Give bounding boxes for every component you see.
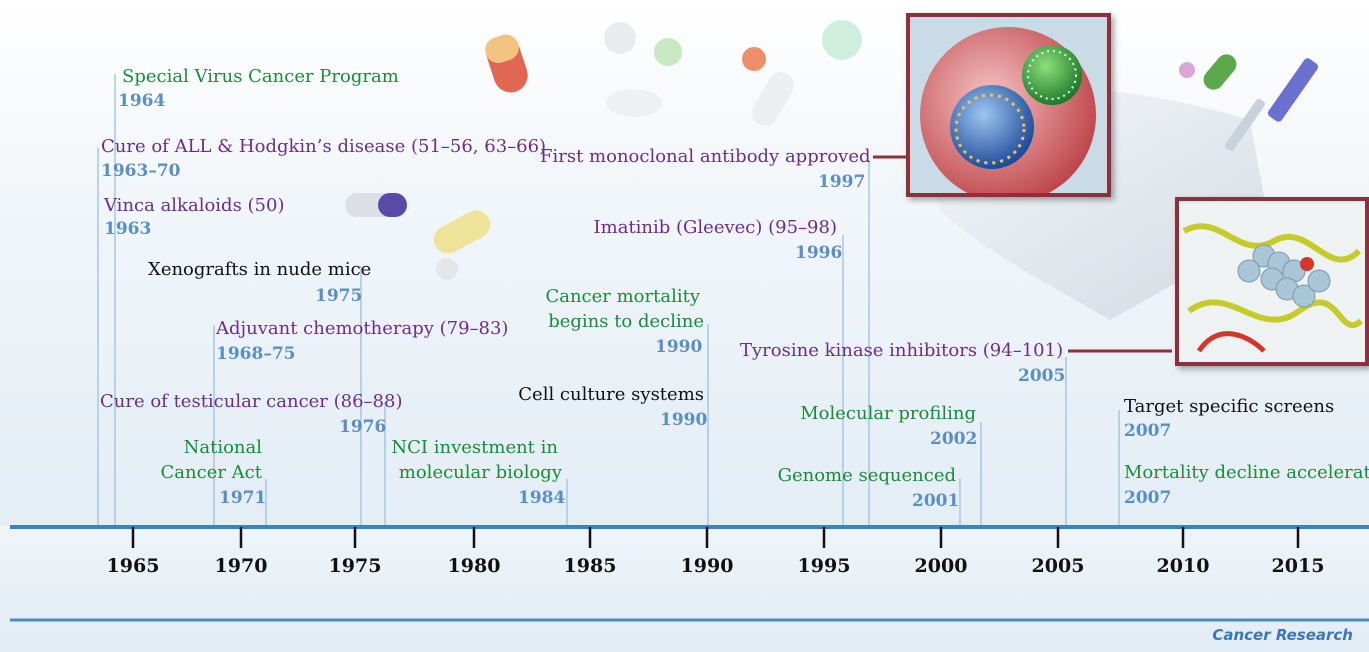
protein-structure — [1179, 201, 1365, 362]
event-label: Molecular profiling — [800, 403, 976, 424]
axis-tick-label: 2005 — [1031, 555, 1085, 577]
pill-icon — [752, 72, 794, 126]
source-credit: Cancer Research — [1212, 626, 1353, 644]
event-label: Imatinib (Gleevec) (95–98) — [593, 217, 837, 238]
pill-icon — [345, 193, 407, 217]
event-label: Tyrosine kinase inhibitors (94–101) — [740, 340, 1064, 361]
event-label: Cell culture systems — [518, 384, 704, 405]
event-year: 2002 — [930, 429, 978, 449]
event-year: 1964 — [118, 91, 166, 111]
pill-icon — [604, 22, 636, 54]
event-label: National — [183, 437, 262, 458]
event-year: 1976 — [339, 417, 387, 437]
axis-tick-label: 2010 — [1156, 555, 1210, 577]
event-year: 2007 — [1124, 488, 1172, 508]
event-label: molecular biology — [398, 462, 562, 483]
event-year: 1990 — [655, 337, 703, 357]
event-year: 1997 — [818, 172, 866, 192]
event-label: Special Virus Cancer Program — [122, 66, 399, 87]
event-label: Cancer mortality — [545, 286, 700, 307]
event-year: 1990 — [660, 410, 708, 430]
axis-tick-label: 1985 — [563, 555, 617, 577]
event-label: begins to decline — [548, 311, 704, 332]
event-label: Vinca alkaloids (50) — [104, 195, 285, 216]
event-year: 2001 — [912, 491, 960, 511]
axis-tick-label: 2000 — [914, 555, 968, 577]
event-label: Adjuvant chemotherapy (79–83) — [216, 318, 509, 339]
pill-icon — [822, 20, 862, 60]
event-label: Genome sequenced — [777, 465, 956, 486]
event-label: First monoclonal antibody approved — [540, 146, 871, 167]
syringe-icon — [1224, 58, 1319, 152]
event-year: 2007 — [1124, 421, 1172, 441]
pill-icon — [433, 210, 491, 254]
pill-icon — [485, 34, 528, 93]
event-year: 1996 — [795, 243, 843, 263]
event-label: NCI investment in — [391, 437, 558, 458]
footer-band — [0, 526, 1369, 652]
event-label: Cancer Act — [160, 462, 262, 483]
event-year: 2005 — [1018, 366, 1066, 386]
virus-illustration-frame — [906, 13, 1111, 203]
axis-tick-label: 1975 — [328, 555, 382, 577]
axis-tick-label: 1980 — [447, 555, 501, 577]
event-year: 1968–75 — [216, 344, 296, 364]
event-year: 1984 — [518, 488, 566, 508]
event-label: Cure of testicular cancer (86–88) — [100, 391, 403, 412]
axis-tick-label: 2015 — [1271, 555, 1325, 577]
event-label: Target specific screens — [1124, 396, 1335, 417]
event-year: 1971 — [219, 488, 267, 508]
axis-tick-label: 1995 — [797, 555, 851, 577]
axis-tick-label: 1965 — [106, 555, 160, 577]
axis-tick-label: 1990 — [680, 555, 734, 577]
axis-tick-label: 1970 — [214, 555, 268, 577]
pill-icon — [1203, 54, 1237, 90]
virus-illustration — [910, 17, 1107, 203]
event-label: Xenografts in nude mice — [148, 259, 372, 280]
event-year: 1963 — [104, 219, 152, 239]
pill-icon — [1179, 62, 1195, 78]
event-year: 1975 — [315, 286, 363, 306]
pill-icon — [654, 38, 682, 66]
event-label: Mortality decline accelerates — [1124, 462, 1369, 483]
pill-icon — [436, 258, 458, 280]
pill-icon — [606, 89, 662, 117]
protein-structure-frame — [1175, 197, 1369, 366]
event-label: Cure of ALL & Hodgkin’s disease (51–56, … — [101, 136, 547, 157]
pill-icon — [742, 47, 766, 71]
event-year: 1963–70 — [101, 161, 181, 181]
